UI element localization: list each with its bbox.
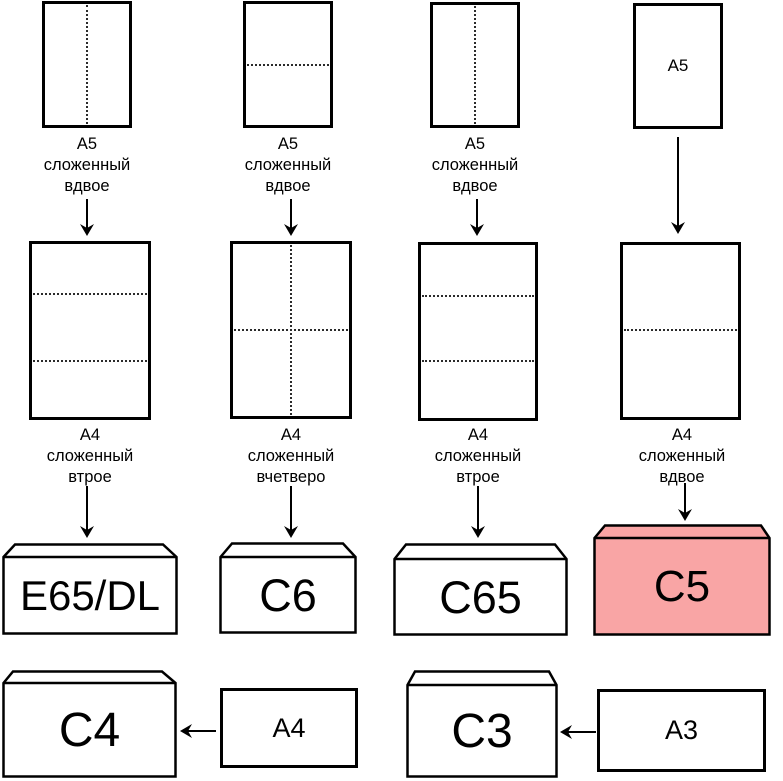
arrow-down-icon bbox=[79, 486, 95, 543]
arrow-down-icon bbox=[79, 199, 95, 241]
fold-line-horizontal bbox=[422, 295, 534, 297]
fold-line-horizontal bbox=[33, 360, 147, 362]
fold-line-horizontal bbox=[422, 360, 534, 362]
sheet-label-a3: A3 bbox=[664, 715, 699, 745]
fold-line-horizontal bbox=[33, 293, 147, 295]
a4-sheet-source: A4 bbox=[220, 688, 358, 768]
arrow-left-icon bbox=[180, 723, 216, 744]
arrow-down-icon bbox=[470, 486, 486, 543]
envelope-c4: C4 bbox=[2, 670, 177, 778]
fold-caption-a4-col2: A4 сложенный вчетверо bbox=[247, 426, 335, 486]
arrow-down-icon bbox=[469, 199, 485, 241]
arrow-down-icon bbox=[283, 486, 299, 543]
envelope-label: E65/DL bbox=[19, 572, 161, 619]
fold-caption-a4-col4: A4 сложенный вдвое bbox=[638, 426, 726, 486]
a3-sheet-source: A3 bbox=[597, 689, 766, 772]
fold-caption-a5-col3: A5 сложенный вдвое bbox=[431, 135, 519, 195]
fold-caption-a5-col1: A5 сложенный вдвое bbox=[43, 135, 131, 195]
fold-line-vertical bbox=[474, 6, 476, 124]
arrow-down-icon bbox=[283, 199, 299, 241]
a5-sheet-plain: A5 bbox=[633, 3, 723, 129]
envelope-c6: C6 bbox=[219, 542, 357, 634]
a4-sheet-fold-quarters bbox=[230, 241, 352, 419]
arrow-down-icon bbox=[677, 483, 693, 526]
envelope-c65: C65 bbox=[393, 543, 568, 636]
envelope-e65dl: E65/DL bbox=[2, 543, 178, 635]
a4-sheet-fold-thirds bbox=[418, 242, 538, 421]
sheet-label-a4: A4 bbox=[272, 712, 306, 743]
envelope-label: C3 bbox=[451, 705, 513, 758]
a4-sheet-fold-half bbox=[620, 242, 741, 420]
arrow-down-icon bbox=[670, 137, 686, 239]
fold-line-horizontal bbox=[247, 63, 329, 66]
a4-sheet-fold-thirds bbox=[29, 241, 151, 420]
arrow-left-icon bbox=[560, 724, 596, 745]
a5-sheet-fold-horizontal bbox=[243, 1, 333, 128]
a5-sheet-fold-vertical bbox=[430, 2, 520, 128]
fold-caption-a4-col1: A4 сложенный втрое bbox=[46, 426, 134, 486]
envelope-label: C65 bbox=[439, 571, 522, 623]
envelope-c5-highlighted: C5 bbox=[593, 524, 771, 636]
envelope-c3: C3 bbox=[406, 670, 558, 778]
fold-line-vertical bbox=[86, 5, 88, 124]
fold-line-horizontal bbox=[234, 329, 348, 331]
fold-caption-a5-col2: A5 сложенный вдвое bbox=[244, 135, 332, 195]
a5-sheet-fold-vertical bbox=[42, 1, 132, 128]
envelope-label: C5 bbox=[653, 562, 711, 611]
fold-caption-a4-col3: A4 сложенный втрое bbox=[434, 426, 522, 486]
fold-line-horizontal bbox=[624, 329, 737, 331]
envelope-label: C6 bbox=[259, 569, 317, 621]
envelope-label: C4 bbox=[58, 704, 121, 757]
sheet-label-a5: A5 bbox=[667, 56, 689, 75]
